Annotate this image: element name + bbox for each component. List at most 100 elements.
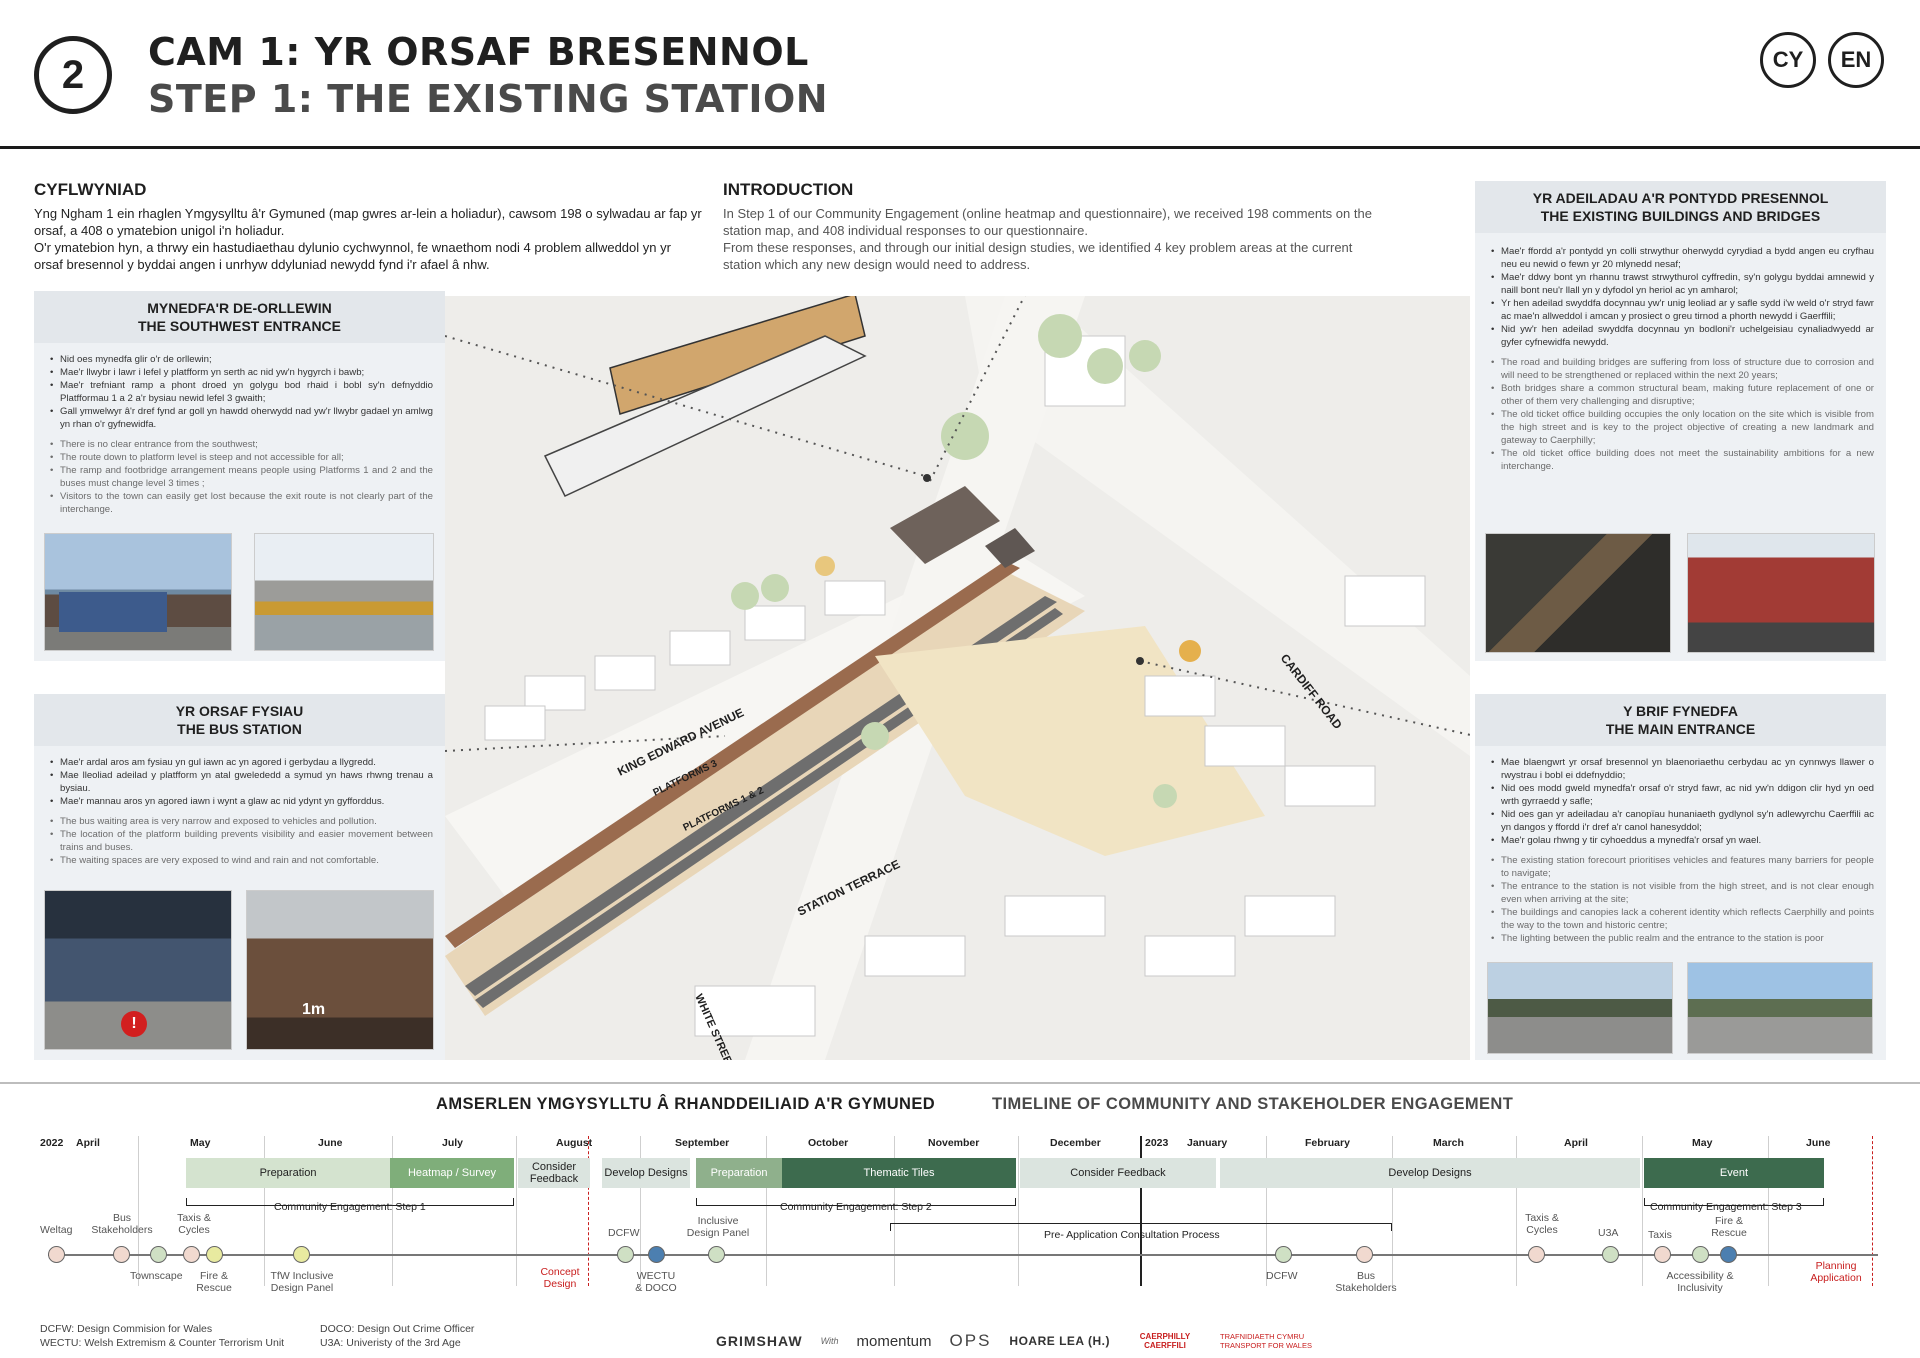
bar-preparation-1: Preparation bbox=[186, 1158, 390, 1188]
milestone-taxis-cycles: Taxis & Cycles bbox=[177, 1212, 211, 1236]
ops-logo: OPS bbox=[949, 1331, 992, 1350]
bullet-item: The existing station forecourt prioritis… bbox=[1489, 854, 1874, 880]
intro-en-p1: In Step 1 of our Community Engagement (o… bbox=[723, 206, 1372, 238]
warning-icon: ! bbox=[121, 1011, 147, 1037]
footnote-u3a: U3A: Univeristy of the 3rd Age bbox=[320, 1337, 461, 1349]
phase-preapp-label: Pre- Application Consultation Process bbox=[1044, 1229, 1220, 1241]
panel-southwest-title-en: THE SOUTHWEST ENTRANCE bbox=[138, 318, 341, 334]
footnote-wectu: WECTU: Welsh Extremism & Counter Terrori… bbox=[40, 1337, 285, 1349]
month-april: April bbox=[76, 1137, 100, 1149]
bullet-item: Yr hen adeilad swyddfa docynnau yw'r uni… bbox=[1489, 297, 1874, 323]
momentum-logo: momentum bbox=[856, 1332, 932, 1350]
photo-cardiff-road bbox=[1687, 962, 1873, 1054]
timeline-title-cy: AMSERLEN YMGYSYLLTU Â RHANDDEILIAID A'R … bbox=[436, 1095, 936, 1113]
bullet-item: Mae'r ardal aros am fysiau yn gul iawn a… bbox=[48, 756, 433, 769]
milestone-taxis-cycles-dot bbox=[183, 1246, 200, 1263]
panel-southwest-heading: MYNEDFA'R DE-ORLLEWIN THE SOUTHWEST ENTR… bbox=[34, 291, 445, 343]
bullet-item: The lighting between the public realm an… bbox=[1489, 932, 1874, 945]
southwest-bullets-en: There is no clear entrance from the sout… bbox=[48, 438, 433, 516]
milestone-fire-rescue-2: Fire & Rescue bbox=[1711, 1215, 1747, 1239]
bullet-item: Mae'r ddwy bont yn rhannu trawst strwyth… bbox=[1489, 271, 1874, 297]
milestone-fire-rescue-dot bbox=[206, 1246, 223, 1263]
month-november: November bbox=[928, 1137, 980, 1149]
width-dimension-label: 1m bbox=[302, 1001, 326, 1018]
milestone-access-dot bbox=[1692, 1246, 1709, 1263]
map-drawing: KING EDWARD AVENUE PLATFORMS 3 PLATFORMS… bbox=[445, 296, 1470, 1060]
timeline-title-en: TIMELINE OF COMMUNITY AND STAKEHOLDER EN… bbox=[992, 1095, 1514, 1113]
month-february: February bbox=[1305, 1137, 1350, 1149]
month-october: October bbox=[808, 1137, 849, 1149]
milestone-taxis-cycles-2: Taxis & Cycles bbox=[1525, 1212, 1559, 1236]
phase-step1-label: Community Engagement: Step 1 bbox=[274, 1201, 426, 1213]
photo-corroded-beam bbox=[1485, 533, 1671, 653]
bullet-item: The road and building bridges are suffer… bbox=[1489, 356, 1874, 382]
month-august: August bbox=[556, 1137, 593, 1149]
bullet-item: There is no clear entrance from the sout… bbox=[48, 438, 433, 451]
panel-buildings-title-cy: YR ADEILADAU A'R PONTYDD PRESENNOL bbox=[1532, 190, 1829, 206]
milestone-dcfw: DCFW bbox=[608, 1227, 640, 1239]
bullet-item: The old ticket office building does not … bbox=[1489, 447, 1874, 473]
panel-buildings-heading: YR ADEILADAU A'R PONTYDD PRESENNOL THE E… bbox=[1475, 181, 1886, 233]
milestone-bus-stakeholders: Bus Stakeholders bbox=[91, 1212, 153, 1236]
footnote-doco: DOCO: Design Out Crime Officer bbox=[320, 1323, 475, 1335]
partner-logos: GRIMSHAW With momentum OPS HOARE LEA (H.… bbox=[716, 1326, 1330, 1356]
bar-heatmap-survey: Heatmap / Survey bbox=[390, 1158, 514, 1188]
phase-preapp-bracket bbox=[890, 1223, 1392, 1231]
intro-cy: CYFLWYNIAD Yng Ngham 1 ein rhaglen Ymgys… bbox=[34, 180, 702, 273]
header-divider bbox=[0, 146, 1920, 149]
lang-en-button[interactable]: EN bbox=[1828, 32, 1884, 88]
bar-develop-designs-2: Develop Designs bbox=[1220, 1158, 1640, 1188]
month-january: January bbox=[1187, 1137, 1228, 1149]
milestone-bus2-dot bbox=[1356, 1246, 1373, 1263]
lang-cy-button[interactable]: CY bbox=[1760, 32, 1816, 88]
tfw-logo: TRAFNIDIAETH CYMRU TRANSPORT FOR WALES bbox=[1219, 1332, 1312, 1350]
bullet-item: Mae'r golau rhwng y tir cyhoeddus a myne… bbox=[1489, 834, 1874, 847]
milestone-wectu-doco: WECTU & DOCO bbox=[635, 1270, 677, 1294]
bullet-item: The ramp and footbridge arrangement mean… bbox=[48, 464, 433, 490]
milestone-weltag: Weltag bbox=[40, 1224, 73, 1236]
footnotes-right: DOCO: Design Out Crime Officer U3A: Univ… bbox=[320, 1322, 474, 1350]
bullet-item: Nid oes modd gweld mynedfa'r orsaf o'r s… bbox=[1489, 782, 1874, 808]
bullet-item: The bus waiting area is very narrow and … bbox=[48, 815, 433, 828]
panel-main-title-en: THE MAIN ENTRANCE bbox=[1605, 721, 1756, 737]
month-may: May bbox=[190, 1137, 211, 1149]
milestone-fire2-dot bbox=[1720, 1246, 1737, 1263]
with-label: With bbox=[820, 1336, 839, 1346]
bullet-item: Nid yw'r hen adeilad swyddfa docynnau yn… bbox=[1489, 323, 1874, 349]
intro-en-heading: INTRODUCTION bbox=[723, 180, 854, 199]
month-december: December bbox=[1050, 1137, 1101, 1149]
intro-en-p2: From these responses, and through our in… bbox=[723, 240, 1353, 272]
grimshaw-logo: GRIMSHAW bbox=[716, 1333, 803, 1349]
panel-buildings-title-en: THE EXISTING BUILDINGS AND BRIDGES bbox=[1540, 208, 1821, 224]
milestone-townscape-dot bbox=[150, 1246, 167, 1263]
intro-en: INTRODUCTION In Step 1 of our Community … bbox=[723, 180, 1393, 273]
phase-step3-bracket bbox=[1644, 1198, 1824, 1206]
milestone-fire-rescue: Fire & Rescue bbox=[196, 1270, 232, 1294]
year-2023: 2023 bbox=[1145, 1137, 1169, 1149]
photo-ticket-office-building bbox=[1687, 533, 1875, 653]
page-title-cy: CAM 1: YR ORSAF BRESENNOL bbox=[148, 30, 809, 74]
bar-consider-feedback-2: Consider Feedback bbox=[1020, 1158, 1216, 1188]
bullet-item: The waiting spaces are very exposed to w… bbox=[48, 854, 433, 867]
footnotes-left: DCFW: Design Commision for Wales WECTU: … bbox=[40, 1322, 284, 1350]
milestone-u3a-dot bbox=[1602, 1246, 1619, 1263]
phase-step2-bracket bbox=[696, 1198, 1016, 1206]
photo-southwest-ramp bbox=[254, 533, 434, 651]
milestone-taxis: Taxis bbox=[1648, 1229, 1672, 1241]
photo-building-shape bbox=[59, 592, 167, 632]
milestone-planning-application: Planning Application bbox=[1810, 1260, 1862, 1284]
timeline-divider bbox=[0, 1082, 1920, 1084]
panel-main-heading: Y BRIF FYNEDFA THE MAIN ENTRANCE bbox=[1475, 694, 1886, 746]
month-july: July bbox=[442, 1137, 464, 1149]
bullet-item: Mae blaengwrt yr orsaf bresennol yn blae… bbox=[1489, 756, 1874, 782]
phase-step1-bracket bbox=[186, 1198, 514, 1206]
panel-bus-title-cy: YR ORSAF FYSIAU bbox=[175, 703, 304, 719]
hoare-lea-logo: HOARE LEA (H.) bbox=[1009, 1334, 1110, 1348]
bullet-item: Mae'r llwybr i lawr i lefel y platfform … bbox=[48, 366, 433, 379]
month-march: March bbox=[1433, 1137, 1464, 1149]
bullet-item: Nid oes mynedfa glir o'r de orllewin; bbox=[48, 353, 433, 366]
milestone-taxis2-dot bbox=[1528, 1246, 1545, 1263]
month-june-2023: June bbox=[1806, 1137, 1831, 1149]
bullet-item: Mae lleoliad adeilad y platfform yn atal… bbox=[48, 769, 433, 795]
step-number-badge: 2 bbox=[34, 36, 112, 114]
